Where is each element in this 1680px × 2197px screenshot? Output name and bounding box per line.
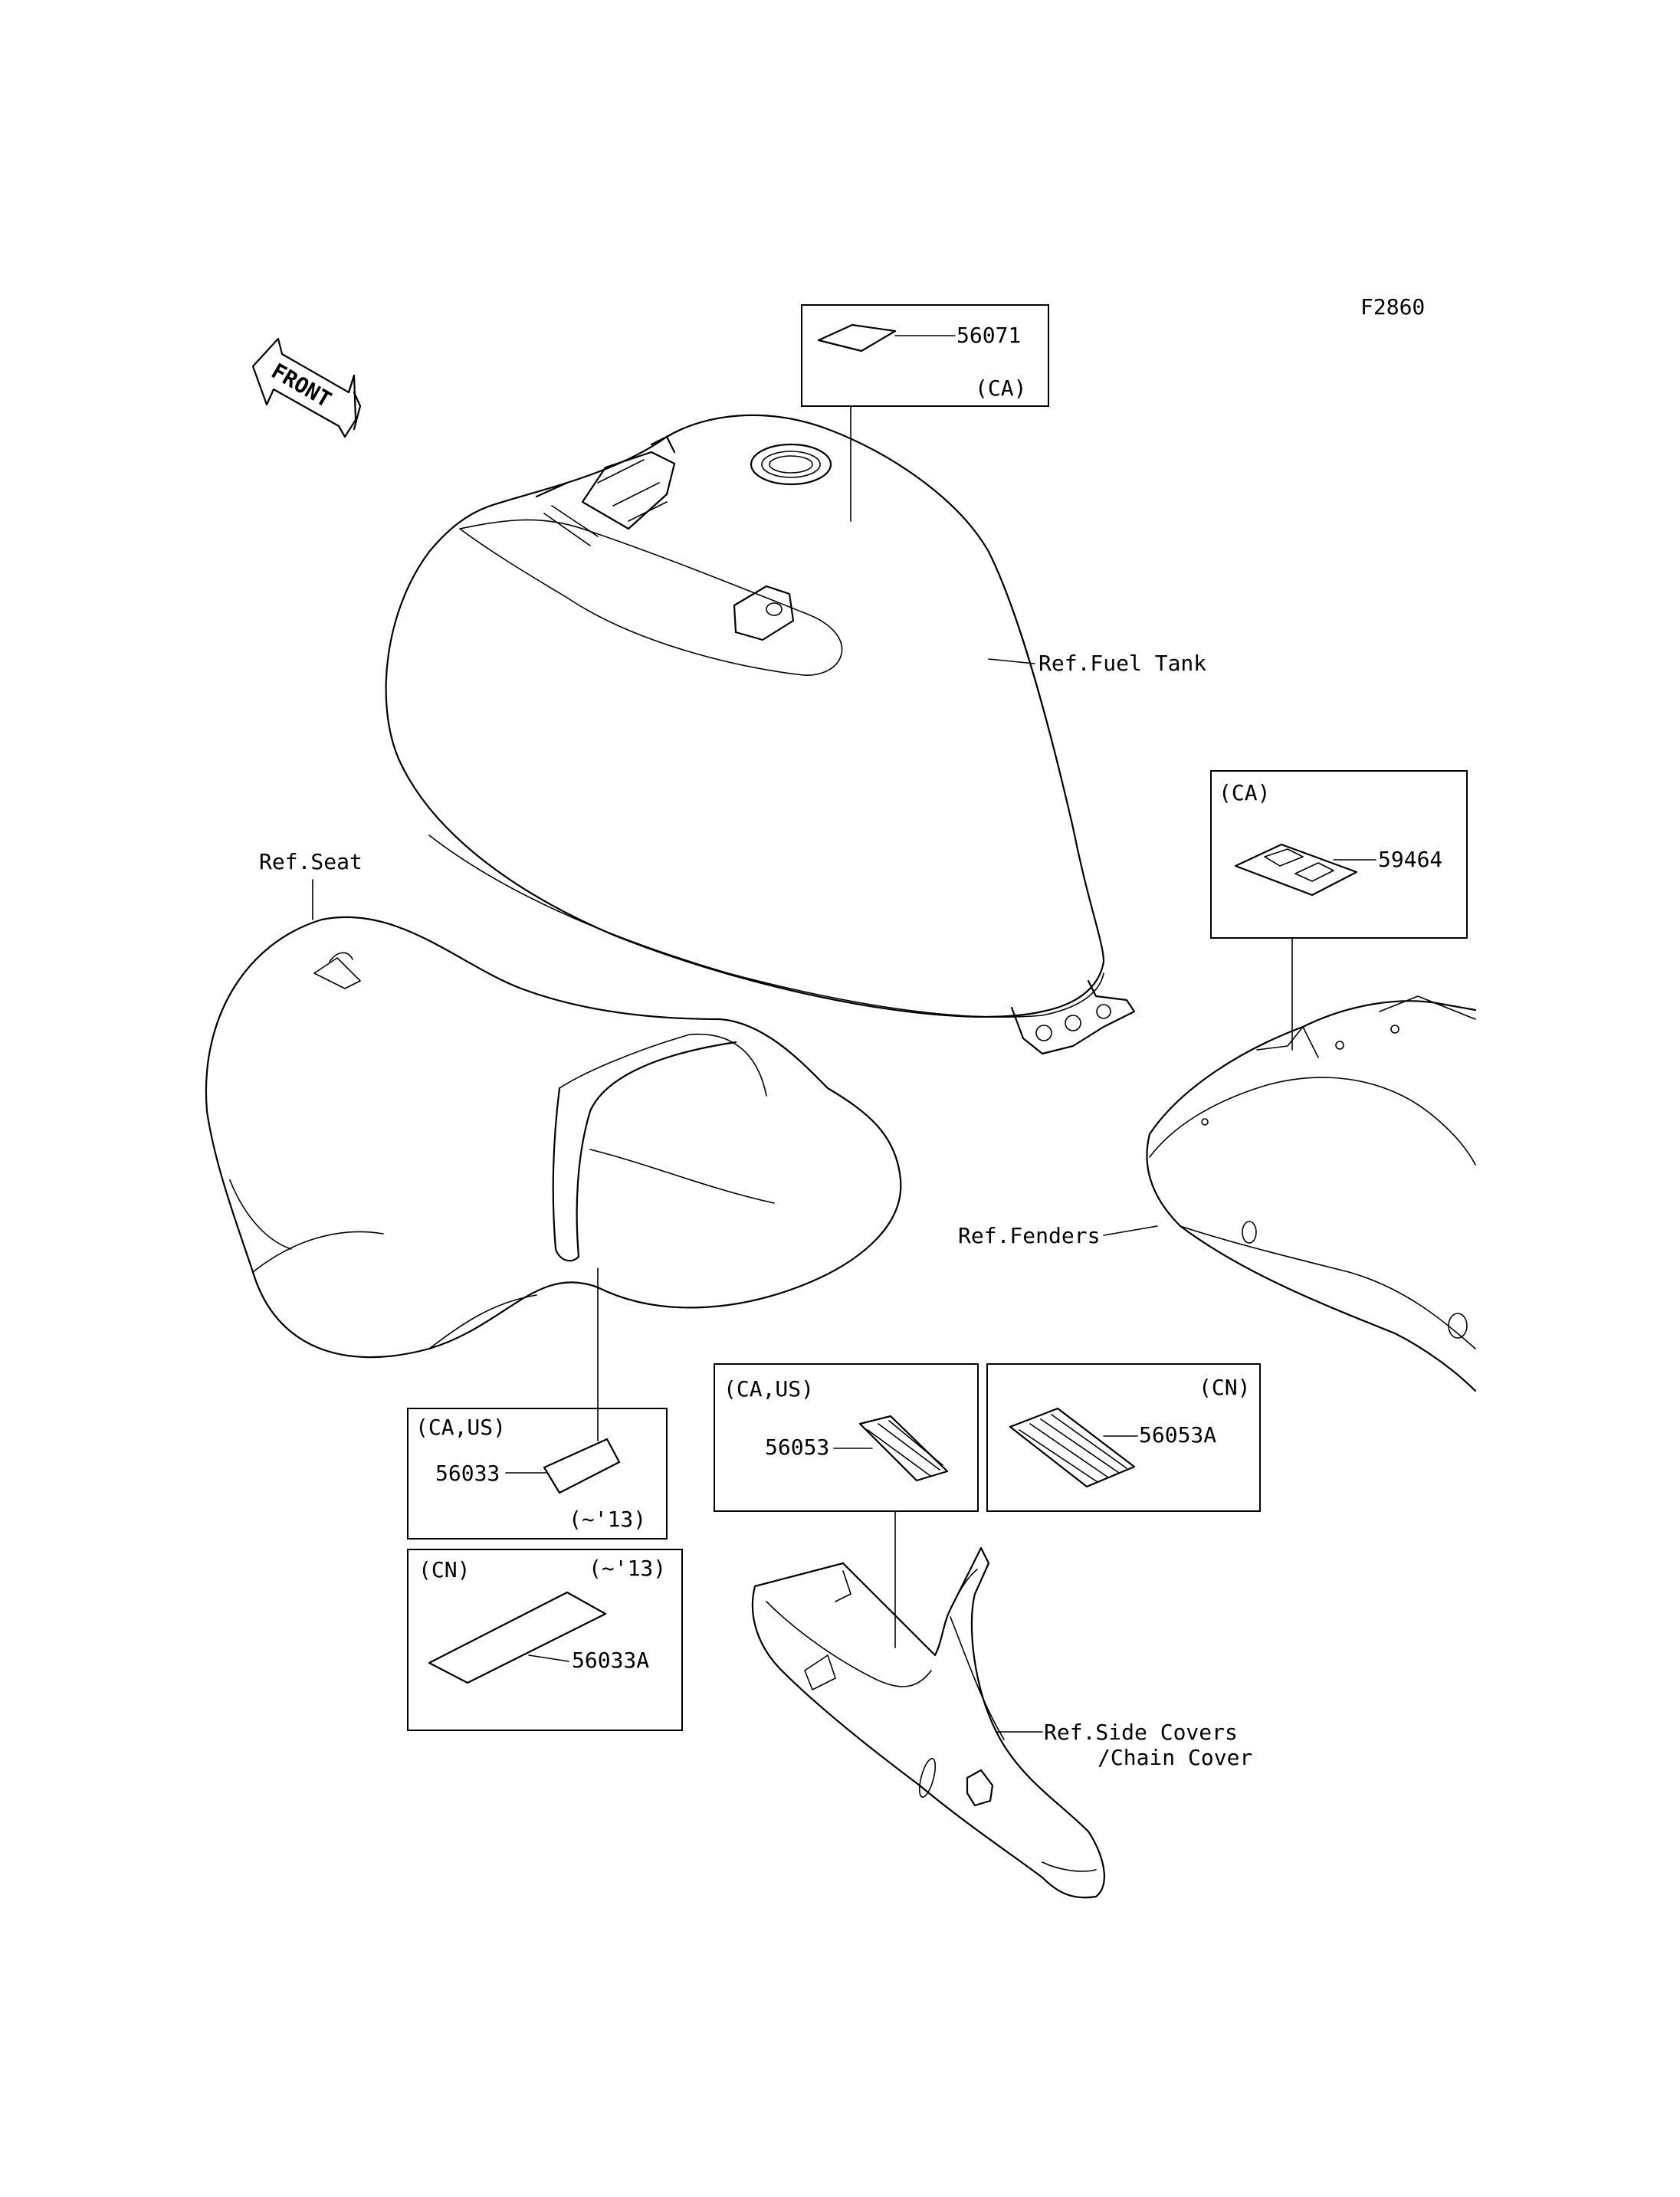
- part-box-59464: [1210, 770, 1468, 939]
- side-cover-drawing: [751, 1546, 1105, 1899]
- side-covers-reference-line2: /Chain Cover: [1098, 1745, 1252, 1770]
- market-code-56033A: (CN): [418, 1557, 470, 1582]
- market-code-59464: (CA): [1219, 780, 1270, 805]
- market-code-56053: (CA,US): [724, 1376, 814, 1402]
- part-number-56033A: 56033A: [572, 1648, 649, 1673]
- part-number-56053A: 56053A: [1139, 1422, 1216, 1448]
- label-decal-56053A-icon: [1009, 1407, 1136, 1488]
- side-covers-reference-line1: Ref.Side Covers: [1044, 1720, 1238, 1745]
- part-box-56053: [714, 1363, 979, 1512]
- part-box-56053A: [986, 1363, 1261, 1512]
- fuel-tank-drawing: [385, 414, 1136, 1055]
- fenders-reference: Ref.Fenders: [958, 1223, 1100, 1248]
- part-box-56033: [407, 1408, 668, 1540]
- part-box-56071: [801, 304, 1049, 407]
- label-decal-56033A-icon: [428, 1591, 607, 1684]
- fender-drawing: [1146, 995, 1477, 1392]
- part-number-59464: 59464: [1378, 847, 1442, 872]
- part-box-56033A: [407, 1549, 683, 1731]
- label-decal-56071-icon: [817, 323, 897, 353]
- part-number-56053: 56053: [765, 1435, 829, 1460]
- label-decal-56053-icon: [858, 1415, 949, 1482]
- label-decal-56033-icon: [543, 1438, 621, 1494]
- part-number-56033: 56033: [435, 1461, 500, 1486]
- market-code-56033: (CA,US): [415, 1415, 506, 1440]
- fuel-tank-reference: Ref.Fuel Tank: [1039, 651, 1206, 676]
- note-56033: (~'13): [569, 1507, 646, 1532]
- market-code-56071: (CA): [975, 375, 1026, 401]
- seat-drawing: [205, 916, 902, 1359]
- market-code-56053A: (CN): [1199, 1375, 1250, 1400]
- note-56033A: (~'13): [589, 1556, 666, 1581]
- figure-code: F2860: [1360, 294, 1425, 320]
- seat-reference: Ref.Seat: [259, 849, 363, 874]
- label-decal-59464-icon: [1234, 843, 1358, 897]
- front-direction-arrow-icon: FRONT: [251, 337, 362, 438]
- part-number-56071: 56071: [956, 323, 1021, 348]
